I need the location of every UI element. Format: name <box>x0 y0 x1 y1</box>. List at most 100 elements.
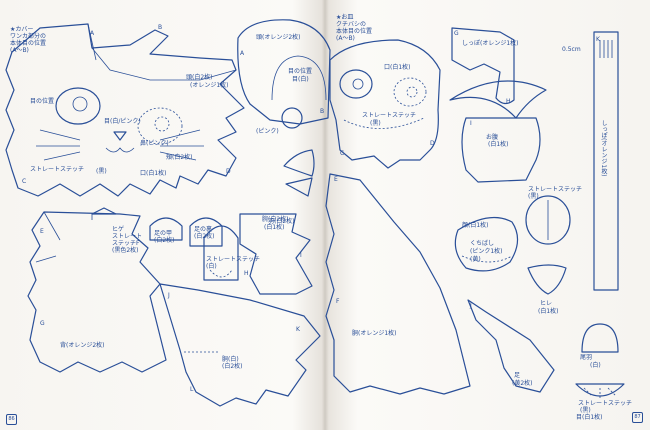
mark-right-6: G <box>454 30 459 37</box>
note-fin: ヒレ <box>540 300 553 307</box>
note-scale: 0.5cm <box>562 46 581 53</box>
note-beak-sub: (黄) <box>470 256 481 263</box>
note-tail-strip: しっぽ(オレンジ1枚) <box>600 120 607 177</box>
note-tail-long: しっぽ(オレンジ1枚) <box>462 40 519 47</box>
note-belly: お腹 <box>486 134 499 141</box>
note-face-top-2: ワンカ部分の <box>10 33 47 40</box>
note-eye-label: 目(白) <box>292 76 309 83</box>
note-face-round-sub: (ピンク1枚) <box>470 248 503 255</box>
bird-face-round-dash <box>461 255 513 263</box>
note-face-round: 顔(白1枚) <box>462 222 489 229</box>
note-bottom-stitch: ストレートステッチ <box>578 400 633 407</box>
bird-beak-top <box>283 149 315 177</box>
note-stripe-top: (オレンジ1枚) <box>190 82 229 89</box>
note-ear-small: ヒゲ <box>112 226 125 233</box>
cat-eye-left <box>55 87 101 125</box>
bird-face-round <box>454 216 519 272</box>
bird-head-top-left <box>237 19 331 125</box>
cat-eye-left-pupil <box>72 96 88 112</box>
note-face-pieces: 頭(白2枚) <box>186 74 213 81</box>
mark-left-4: E <box>40 228 44 235</box>
mark-left-2: C <box>22 178 27 185</box>
cat-whiskers-left <box>36 129 81 161</box>
mark-left-6: G <box>40 320 45 327</box>
note-arm-sub: (白1枚) <box>264 224 285 231</box>
cat-eye-right <box>137 107 183 145</box>
note-wing-small-sub: (白) <box>590 362 601 369</box>
note-paw-a: 足の甲 <box>154 230 173 237</box>
note-body-back: 背(オレンジ2枚) <box>60 342 105 349</box>
bird-tail-strip <box>593 31 619 291</box>
note-head-top-2: クチバシの <box>336 21 367 28</box>
note-ear-small-stitch: ストレート <box>112 233 143 240</box>
mark-left-9: J <box>168 292 170 299</box>
note-wing: 羽(白2枚) <box>268 218 295 225</box>
note-eye-left: 目の位置 <box>30 98 55 105</box>
mark-right-4: E <box>334 176 338 183</box>
note-bottom-stitch-sub: (黒) <box>580 407 591 414</box>
note-eye-right: 目(白/ピンク) <box>104 118 141 125</box>
note-belly-sub: (白1枚) <box>488 141 509 148</box>
cat-whiskers-right <box>159 129 204 161</box>
cat-nose <box>113 131 127 141</box>
cat-eye-right-pupil <box>154 116 170 132</box>
bird-small-beak <box>527 264 567 295</box>
mark-left-0: A <box>90 30 95 37</box>
note-ear-small-stitch2: ステッチ <box>112 240 137 247</box>
note-body-main: 胴(オレンジ1枚) <box>352 330 397 337</box>
mark-left-3: D <box>226 168 231 175</box>
page-number-left: 86 <box>6 414 17 425</box>
note-bottom-circle: 目(白1枚) <box>576 414 603 421</box>
cat-back-piece <box>27 211 167 373</box>
bird-belly <box>461 117 541 183</box>
note-beak: くちばし <box>470 240 495 247</box>
note-stitch: ストレートステッチ <box>362 112 417 119</box>
note-stitch-mouth: (黒) <box>96 168 107 175</box>
cat-back-inner <box>35 211 61 263</box>
page-number-right: 87 <box>632 412 643 423</box>
note-face-top-3: 本体目の位置 <box>10 40 47 47</box>
cat-paw-c <box>203 225 239 281</box>
note-body-side: 胴(白) <box>222 356 239 363</box>
note-head-pieces: 頭(オレンジ2枚) <box>256 34 301 41</box>
note-nose: 鼻(ピンク) <box>140 140 169 147</box>
note-head-top-4: (A～B) <box>336 35 355 42</box>
bird-head-dash <box>343 117 425 129</box>
bird-egg-piece <box>525 195 571 245</box>
cat-body-side <box>159 283 321 407</box>
bird-small-circle <box>281 107 303 129</box>
mark-right-2: C <box>340 150 345 157</box>
bird-foot-oval <box>581 323 619 353</box>
note-body-side-sub: (白2枚) <box>222 363 243 370</box>
note-foot: 足 <box>514 372 521 379</box>
bird-foot-half-dash <box>583 387 617 400</box>
bird-body-large <box>325 173 471 395</box>
mark-right-3: D <box>430 140 435 147</box>
mark-left-10: K <box>296 326 300 333</box>
bird-tail-strip-lines <box>599 40 613 58</box>
note-face-top-1: ★カバー <box>10 26 34 33</box>
bird-foot-half <box>575 383 625 397</box>
note-stitch-face: ストレートステッチ <box>30 166 85 173</box>
cat-paw-c-dash <box>209 269 233 278</box>
bird-eye-right <box>393 77 427 107</box>
bird-wing-crescent <box>449 80 547 119</box>
bird-head-main <box>329 39 441 169</box>
bird-eye-right-pupil <box>406 86 418 98</box>
mark-left-11: L <box>190 386 194 393</box>
cat-stripe-band-2 <box>87 23 97 61</box>
bird-beak-bottom <box>285 177 313 197</box>
note-beak-stitch-sub: (黒) <box>528 193 539 200</box>
mark-left-1: B <box>158 24 163 31</box>
note-face-top-4: (A～B) <box>10 47 29 54</box>
note-paw-c-sub: (白) <box>206 263 217 270</box>
mark-right-8: I <box>470 120 472 127</box>
mark-left-5: F <box>136 240 140 247</box>
mark-right-1: B <box>320 108 325 115</box>
note-paw-a-sub: (白2枚) <box>154 237 175 244</box>
bird-wing-top <box>451 27 515 105</box>
note-head-top-3: 本体目の位置 <box>336 28 373 35</box>
note-fin-sub: (白1枚) <box>538 308 559 315</box>
cat-head-piece <box>5 23 245 197</box>
